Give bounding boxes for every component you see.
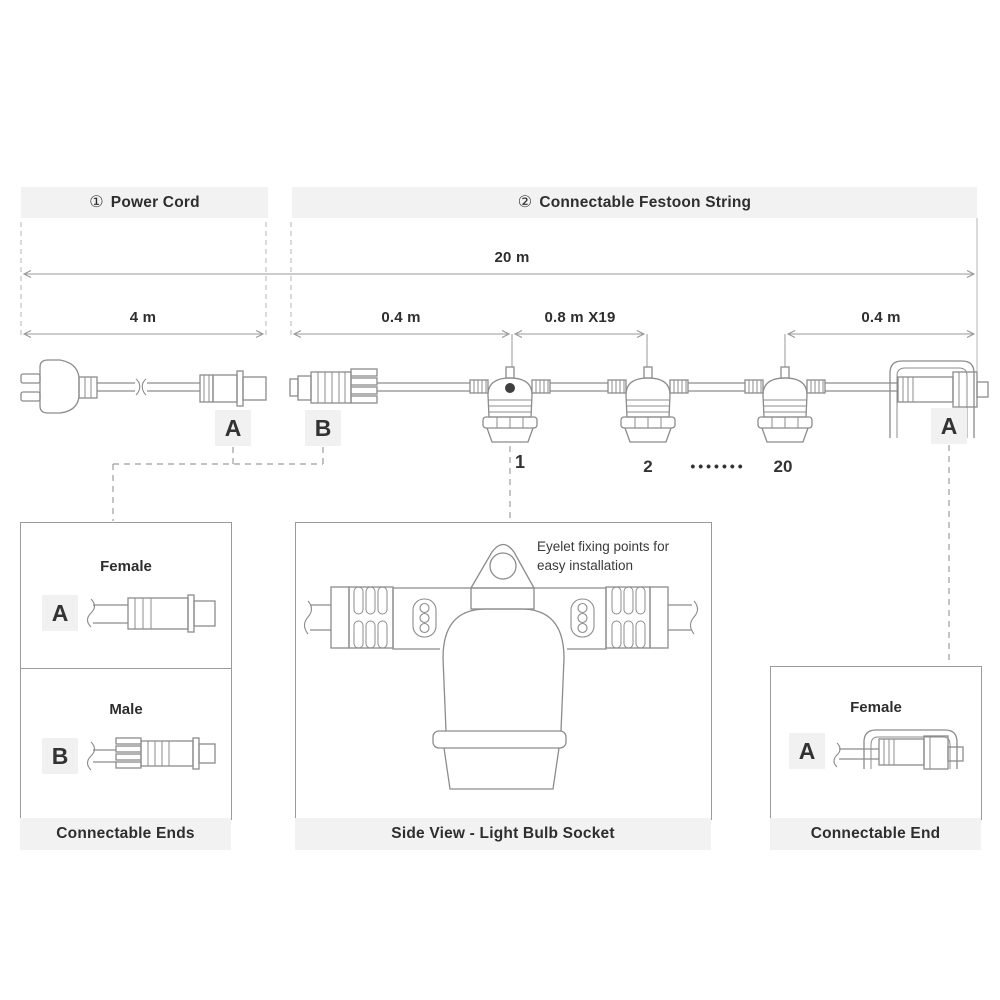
eyelet-hole (489, 552, 517, 580)
connectable-end-box: Female A (770, 666, 982, 820)
badge-power-cord-end-a: A (215, 410, 251, 446)
string-male-connector-drawing (289, 368, 470, 404)
circled-number-1: ① (89, 194, 104, 211)
socket-housing-bar (392, 587, 607, 650)
socket-number-first: 1 (514, 452, 525, 472)
badge-string-start-b: B (305, 410, 341, 446)
header-power-cord-label: Power Cord (110, 194, 200, 211)
dimension-bulb-spacing: 0.8 m X19 (544, 309, 616, 326)
header-festoon-string-label: Connectable Festoon String (539, 194, 752, 211)
cable-break-right (689, 600, 699, 635)
badge-male-b: B (42, 738, 78, 774)
socket-skirt (443, 747, 560, 790)
connectable-ends-box: Female A Male B (20, 522, 232, 820)
male-connector-drawing (86, 737, 216, 771)
cable-break-left (303, 600, 313, 635)
circled-number-2: ② (517, 194, 533, 211)
power-cord-female-connector-drawing (199, 370, 267, 407)
badge-string-end-a: A (931, 408, 967, 444)
dimension-lines (22, 270, 976, 367)
callout-leader-lines (112, 445, 950, 665)
female-connector-label: Female (100, 558, 152, 575)
dimension-tail-length: 0.4 m (861, 309, 901, 326)
dimension-lead-length: 0.4 m (381, 309, 421, 326)
eyelet-note-line2: easy installation (537, 557, 634, 573)
socket-eyelet-dot (505, 383, 515, 393)
header-festoon-string: ② Connectable Festoon String (292, 187, 977, 218)
connectable-end-drawing (833, 729, 964, 770)
eyelet-note-line1: Eyelet fixing points for (537, 539, 670, 554)
connectable-end-title: Connectable End (770, 818, 981, 850)
end-female-label: Female (850, 699, 902, 716)
dimension-power-cord-length: 4 m (129, 309, 157, 326)
socket-number-second: 2 (643, 457, 653, 476)
box-divider (21, 668, 231, 669)
dimension-total-length: 20 m (494, 249, 530, 266)
handle-inner (870, 736, 951, 769)
handle-outer (863, 729, 958, 769)
eyelet-tab (470, 543, 535, 589)
socket-drawing-2 (607, 366, 745, 443)
eyelet-note: Eyelet fixing points for easy installati… (537, 538, 697, 576)
badge-end-female-a: A (789, 733, 825, 769)
header-power-cord: ① Power Cord (21, 187, 268, 218)
female-connector-drawing (86, 594, 216, 633)
side-view-box: Eyelet fixing points for easy installati… (295, 522, 712, 820)
screw-plate-right (570, 598, 595, 638)
socket-number-last: 20 (773, 457, 793, 476)
socket-drawing-20 (744, 366, 898, 443)
socket-body (442, 608, 565, 732)
screw-plate-left (412, 598, 437, 638)
side-view-title: Side View - Light Bulb Socket (295, 818, 711, 850)
badge-female-a: A (42, 595, 78, 631)
connectable-ends-title: Connectable Ends (20, 818, 231, 850)
au-plug-drawing (20, 359, 200, 414)
festoon-string-drawing (20, 218, 989, 665)
socket-ellipsis-dots: ••••••• (690, 458, 746, 474)
socket-drawing-1 (469, 366, 608, 443)
string-end-female-connector-drawing (889, 360, 989, 438)
male-connector-label: Male (109, 701, 143, 718)
extension-guides (20, 218, 978, 386)
socket-side-view-drawing (303, 543, 699, 790)
connectable-ends-drawing (86, 594, 216, 771)
